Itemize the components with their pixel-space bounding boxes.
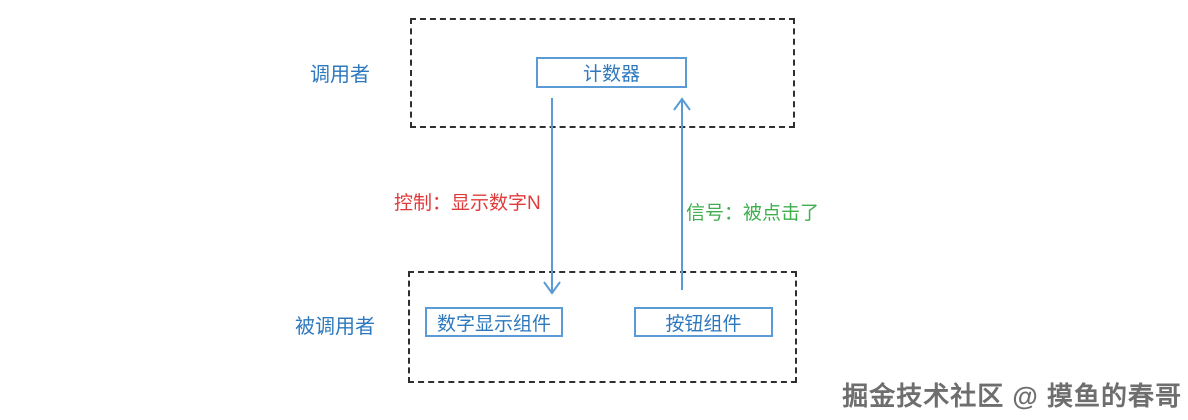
- counter-node: 计数器: [536, 57, 687, 88]
- callee-label: 被调用者: [295, 316, 375, 338]
- watermark-text: 掘金技术社区 @ 摸鱼的春哥: [842, 381, 1182, 411]
- button-component-node: 按钮组件: [634, 307, 773, 337]
- number-display-component-node: 数字显示组件: [425, 307, 563, 337]
- caller-label: 调用者: [310, 64, 370, 86]
- control-edge-label: 控制：显示数字N: [394, 193, 541, 214]
- caller-dashed-box: [410, 18, 795, 128]
- callee-dashed-box: [408, 271, 797, 383]
- signal-edge-label: 信号：被点击了: [686, 203, 820, 224]
